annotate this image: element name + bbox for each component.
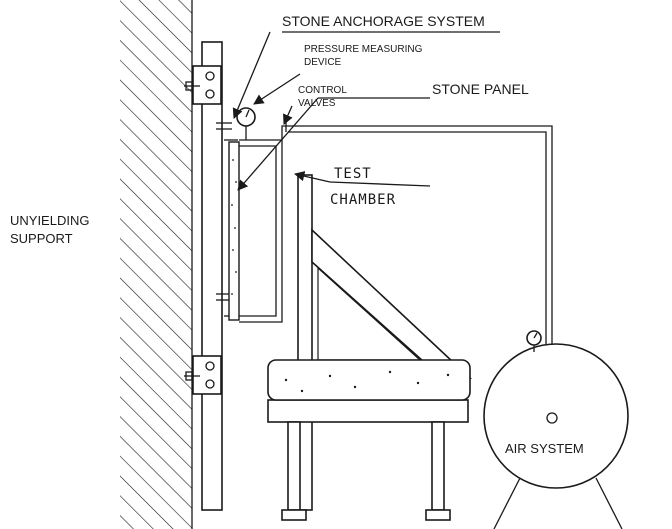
leader-lines	[232, 31, 500, 191]
unyielding-support-label-1: UNYIELDING	[10, 213, 89, 228]
pressure-device-label-1: PRESSURE MEASURING	[304, 44, 423, 55]
upper-bracket	[184, 65, 222, 105]
unyielding-support-label-2: SUPPORT	[10, 231, 73, 246]
support-stand	[267, 174, 473, 521]
tank-gauge	[526, 330, 542, 346]
stone-panel	[228, 141, 240, 321]
pressure-gauge	[236, 107, 256, 140]
control-valves-label-2: VALVES	[298, 98, 336, 109]
stone-anchorage-system-label: STONE ANCHORAGE SYSTEM	[282, 13, 485, 29]
mounting-post	[201, 41, 223, 511]
air-system-label: AIR SYSTEM	[505, 441, 584, 456]
pressure-device-label-2: DEVICE	[304, 57, 342, 68]
control-valves-label-1: CONTROL	[298, 85, 347, 96]
unyielding-support-wall	[120, 0, 193, 529]
test-chamber	[239, 139, 283, 323]
test-chamber-label-1: TEST	[334, 166, 372, 182]
stone-panel-label: STONE PANEL	[432, 81, 529, 97]
test-chamber-label-2: CHAMBER	[330, 192, 396, 208]
air-system-tank	[483, 343, 629, 529]
lower-bracket	[184, 355, 222, 395]
